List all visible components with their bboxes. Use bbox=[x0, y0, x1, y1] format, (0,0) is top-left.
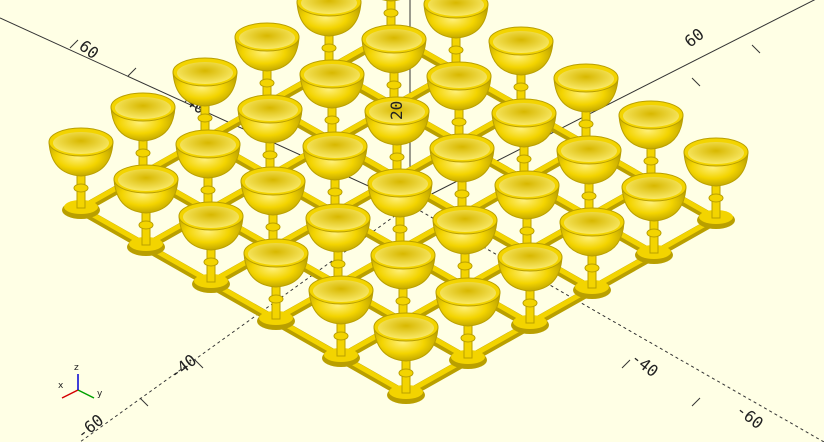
gizmo-y-label: y bbox=[97, 389, 103, 399]
axis-label-pos-z-20: 20 bbox=[387, 101, 406, 120]
goblet bbox=[113, 164, 179, 256]
goblet-grid-model[interactable] bbox=[48, 0, 749, 404]
axis-label-pos-x-60: 60 bbox=[681, 24, 708, 51]
goblet bbox=[178, 201, 244, 293]
goblet bbox=[305, 203, 371, 295]
goblet bbox=[243, 238, 309, 330]
axis-label-neg-y-40: -40 bbox=[628, 348, 662, 381]
orientation-gizmo: x y z bbox=[58, 363, 103, 399]
axis-label-neg-y-60: -60 bbox=[733, 400, 767, 433]
goblet bbox=[110, 92, 176, 184]
axis-label-neg-x-40: -40 bbox=[166, 350, 200, 383]
goblet bbox=[683, 137, 749, 229]
goblet bbox=[308, 275, 374, 367]
goblet bbox=[373, 312, 439, 404]
goblet bbox=[559, 207, 625, 299]
goblet bbox=[497, 242, 563, 334]
gizmo-x-label: x bbox=[58, 381, 64, 391]
gizmo-z-label: z bbox=[74, 363, 79, 373]
goblet bbox=[435, 277, 501, 369]
axis-label-neg-x-60: -60 bbox=[73, 410, 107, 442]
gizmo-x-axis bbox=[61, 389, 79, 399]
goblet bbox=[621, 172, 687, 264]
axis-label-pos-y-60: 60 bbox=[76, 36, 103, 63]
axis-ticks bbox=[69, 39, 761, 407]
goblet bbox=[48, 127, 114, 219]
gizmo-y-axis bbox=[77, 389, 95, 399]
